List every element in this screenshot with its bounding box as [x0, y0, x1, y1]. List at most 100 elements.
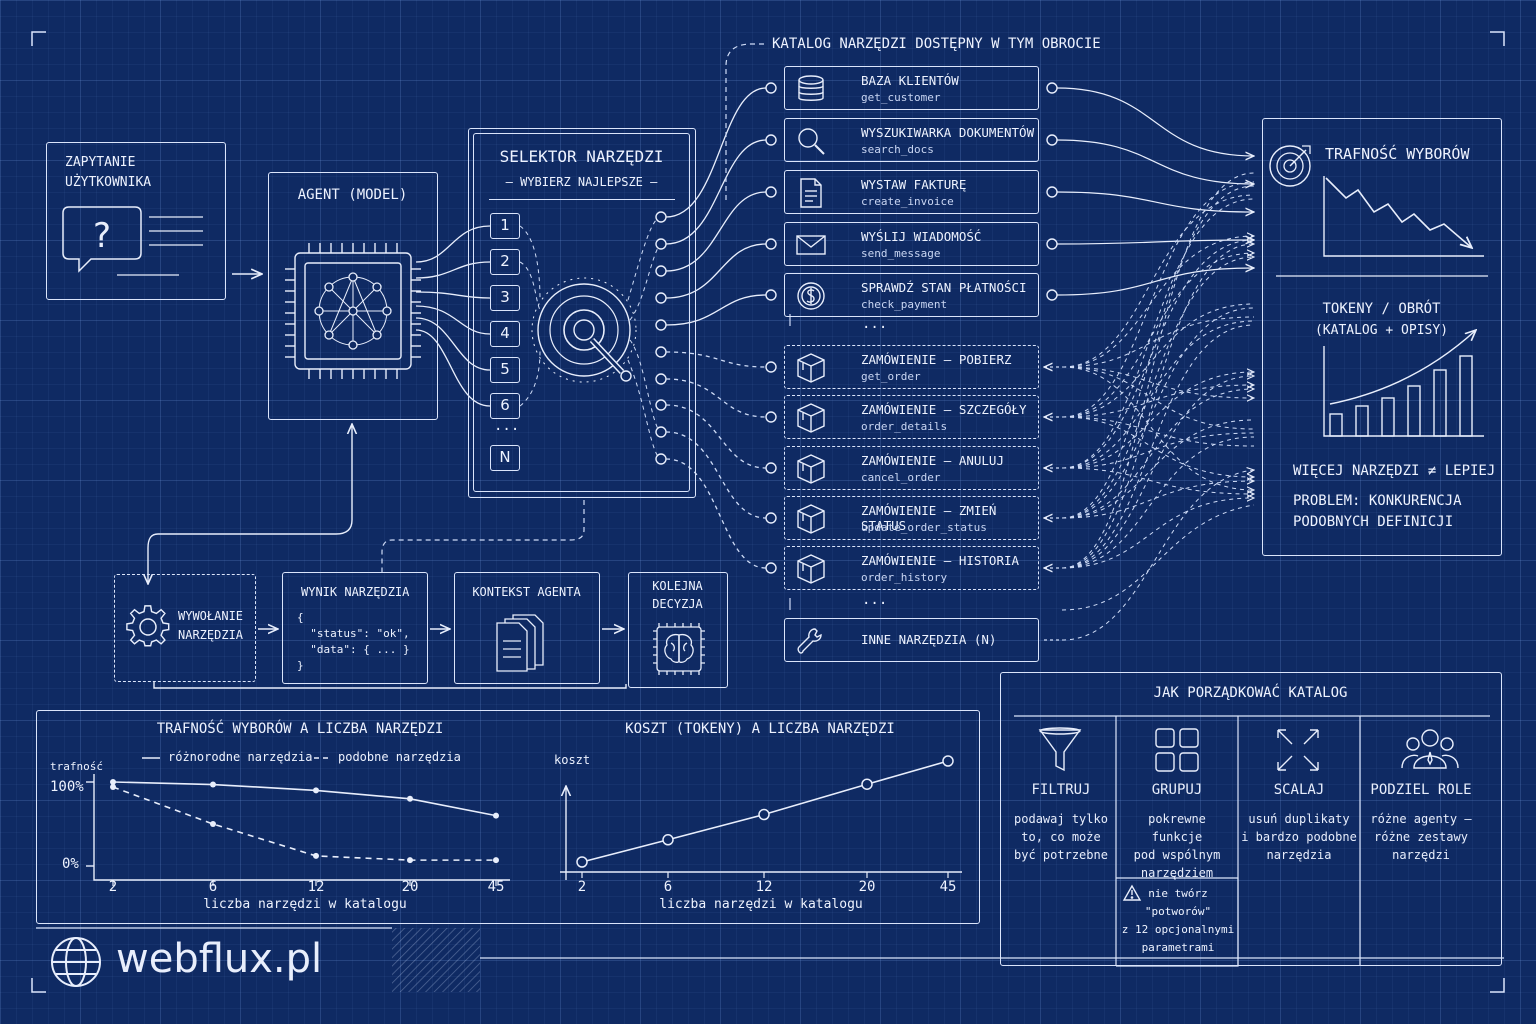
next-decision-line2: DECYZJA [652, 597, 703, 611]
invoice-icon [800, 178, 822, 208]
chart1-xlabel: liczba narzędzi w katalogu [203, 897, 407, 912]
brain-chip-icon [653, 623, 705, 675]
selector-subtitle: — WYBIERZ NAJLEPSZE — [505, 175, 658, 189]
tool-get-customer[interactable]: BAZA KLIENTÓW get_customer [784, 66, 1039, 110]
data-point [861, 778, 873, 790]
data-point [110, 779, 116, 785]
organize-icons [1038, 727, 1459, 901]
tool-order-history[interactable]: ZAMÓWIENIE – HISTORIA order_history [784, 546, 1039, 590]
organize-item-desc: pokrewne funkcje pod wspólnym narzędziem [1133, 812, 1221, 880]
slot-ellipsis: ... [494, 418, 520, 434]
organize-item-title: GRUPUJ [1151, 782, 1203, 798]
chart1-title: TRAFNOŚĆ WYBORÓW A LICZBA NARZĘDZI [156, 721, 444, 737]
tool-name: WYSTAW FAKTURĘ [861, 177, 967, 192]
package-icon [797, 353, 825, 383]
package-icon [797, 504, 825, 534]
chart1-xtick: 6 [208, 879, 218, 895]
team-icon [1401, 729, 1459, 769]
agent-slot-connectors [415, 225, 491, 407]
legend-similar: podobne narzędzia [338, 750, 461, 764]
bottom-charts [86, 755, 962, 886]
slot-2[interactable]: 2 [490, 249, 520, 275]
tool-function-name: get_customer [861, 91, 941, 104]
next-decision-box: KOLEJNA DECYZJA [628, 572, 728, 688]
organize-item-desc: usuń duplikaty i bardzo podobne narzędzi… [1241, 812, 1357, 862]
organize-item-podziel-role: PODZIEL ROLE różne agenty – różne zestawy… [1362, 722, 1480, 864]
data-point [407, 795, 413, 802]
package-icon [797, 454, 825, 484]
merge-arrows-icon [1277, 729, 1319, 771]
tool-function-name: check_payment [861, 298, 948, 311]
tool-name: ZAMÓWIENIE – SZCZEGÓŁY [861, 402, 1027, 417]
data-point [758, 808, 770, 821]
tool-other[interactable]: INNE NARZĘDZIA (N) [784, 618, 1039, 662]
tool-other-name: INNE NARZĘDZIA (N) [861, 632, 997, 647]
tool-name: WYSZUKIWARKA DOKUMENTÓW [861, 125, 1035, 140]
organize-panel: JAK PORZĄDKOWAĆ KATALOG [1000, 672, 1502, 966]
organize-item-title: FILTRUJ [1031, 782, 1091, 798]
tool-function-name: update_order_status [861, 521, 987, 534]
brand-name[interactable]: webflux.pl [116, 936, 323, 982]
gear-icon [126, 605, 170, 647]
agent-context-title: KONTEKST AGENTA [472, 585, 581, 599]
slot-8[interactable]: N [490, 445, 520, 471]
selector-title: SELEKTOR NARZĘDZI [499, 147, 664, 166]
tool-result-code-3: "data": { ... } [297, 643, 410, 656]
documents-icon [496, 614, 544, 672]
organize-item-desc: różne agenty – różne zestawy narzędzi [1370, 812, 1472, 862]
slot-3[interactable]: 3 [490, 285, 520, 311]
tool-result-title: WYNIK NARZĘDZIA [301, 585, 410, 599]
accuracy-title: TRAFNOŚĆ WYBORÓW [1325, 145, 1470, 163]
accuracy-trend [1325, 177, 1472, 248]
organize-item-title: PODZIEL ROLE [1370, 782, 1472, 798]
chart1-xtick: 45 [487, 879, 505, 895]
data-point [493, 857, 499, 864]
tool-name: ZAMÓWIENIE – POBIERZ [861, 352, 1012, 367]
tool-check-payment[interactable]: SPRAWDŹ STAN PŁATNOŚCI check_payment [784, 273, 1039, 317]
magnifier-icon [798, 128, 825, 155]
chart1-ylabel: trafność [50, 760, 103, 773]
slot-dial-connectors [519, 216, 661, 460]
data-point [110, 784, 116, 791]
catalog-title: KATALOG NARZĘDZI DOSTĘPNY W TYM OBROCIE [772, 36, 1101, 52]
chip-icon [285, 243, 421, 379]
tool-function-name: order_history [861, 571, 948, 584]
chart2-title: KOSZT (TOKENY) A LICZBA NARZĘDZI [625, 721, 895, 737]
slot-5[interactable]: 5 [490, 357, 520, 383]
frame-corners [31, 31, 1505, 993]
slot-1[interactable]: 1 [490, 213, 520, 239]
chart1-xtick: 12 [307, 879, 325, 895]
tool-result-code-2: "status": "ok", [297, 627, 410, 640]
tool-name: BAZA KLIENTÓW [861, 73, 959, 88]
funnel-icon [1038, 727, 1082, 772]
envelope-icon [796, 235, 826, 255]
tool-name: SPRAWDŹ STAN PŁATNOŚCI [861, 280, 1027, 295]
tool-create-invoice[interactable]: WYSTAW FAKTURĘ create_invoice [784, 170, 1039, 214]
slot-4[interactable]: 4 [490, 321, 520, 347]
grid-icon [1155, 728, 1199, 772]
tool-name: ZAMÓWIENIE – HISTORIA [861, 553, 1020, 568]
agent-box: AGENT (MODEL) [268, 172, 438, 420]
selector-output-ports [655, 211, 667, 465]
tool-call-line2: NARZĘDZIA [178, 628, 244, 642]
slot-6[interactable]: 6 [490, 393, 520, 419]
svg-text:?: ? [93, 216, 111, 256]
tool-result-box: WYNIK NARZĘDZIA { "status": "ok", "data"… [282, 572, 428, 684]
tokens-axes [1323, 346, 1484, 437]
tool-call-box: WYWOŁANIE NARZĘDZIA [114, 574, 256, 682]
data-point [407, 857, 413, 864]
dollar-coin-icon [797, 282, 825, 310]
organize-warning: nie twórz "potworów" z 12 opcjonalnymi p… [1121, 887, 1235, 954]
tool-function-name: create_invoice [861, 195, 954, 208]
organize-title: JAK PORZĄDKOWAĆ KATALOG [1153, 685, 1348, 701]
chart2-xtick: 45 [939, 879, 957, 895]
data-point [576, 856, 588, 868]
legend-diverse: różnorodne narzędzia [168, 750, 313, 764]
